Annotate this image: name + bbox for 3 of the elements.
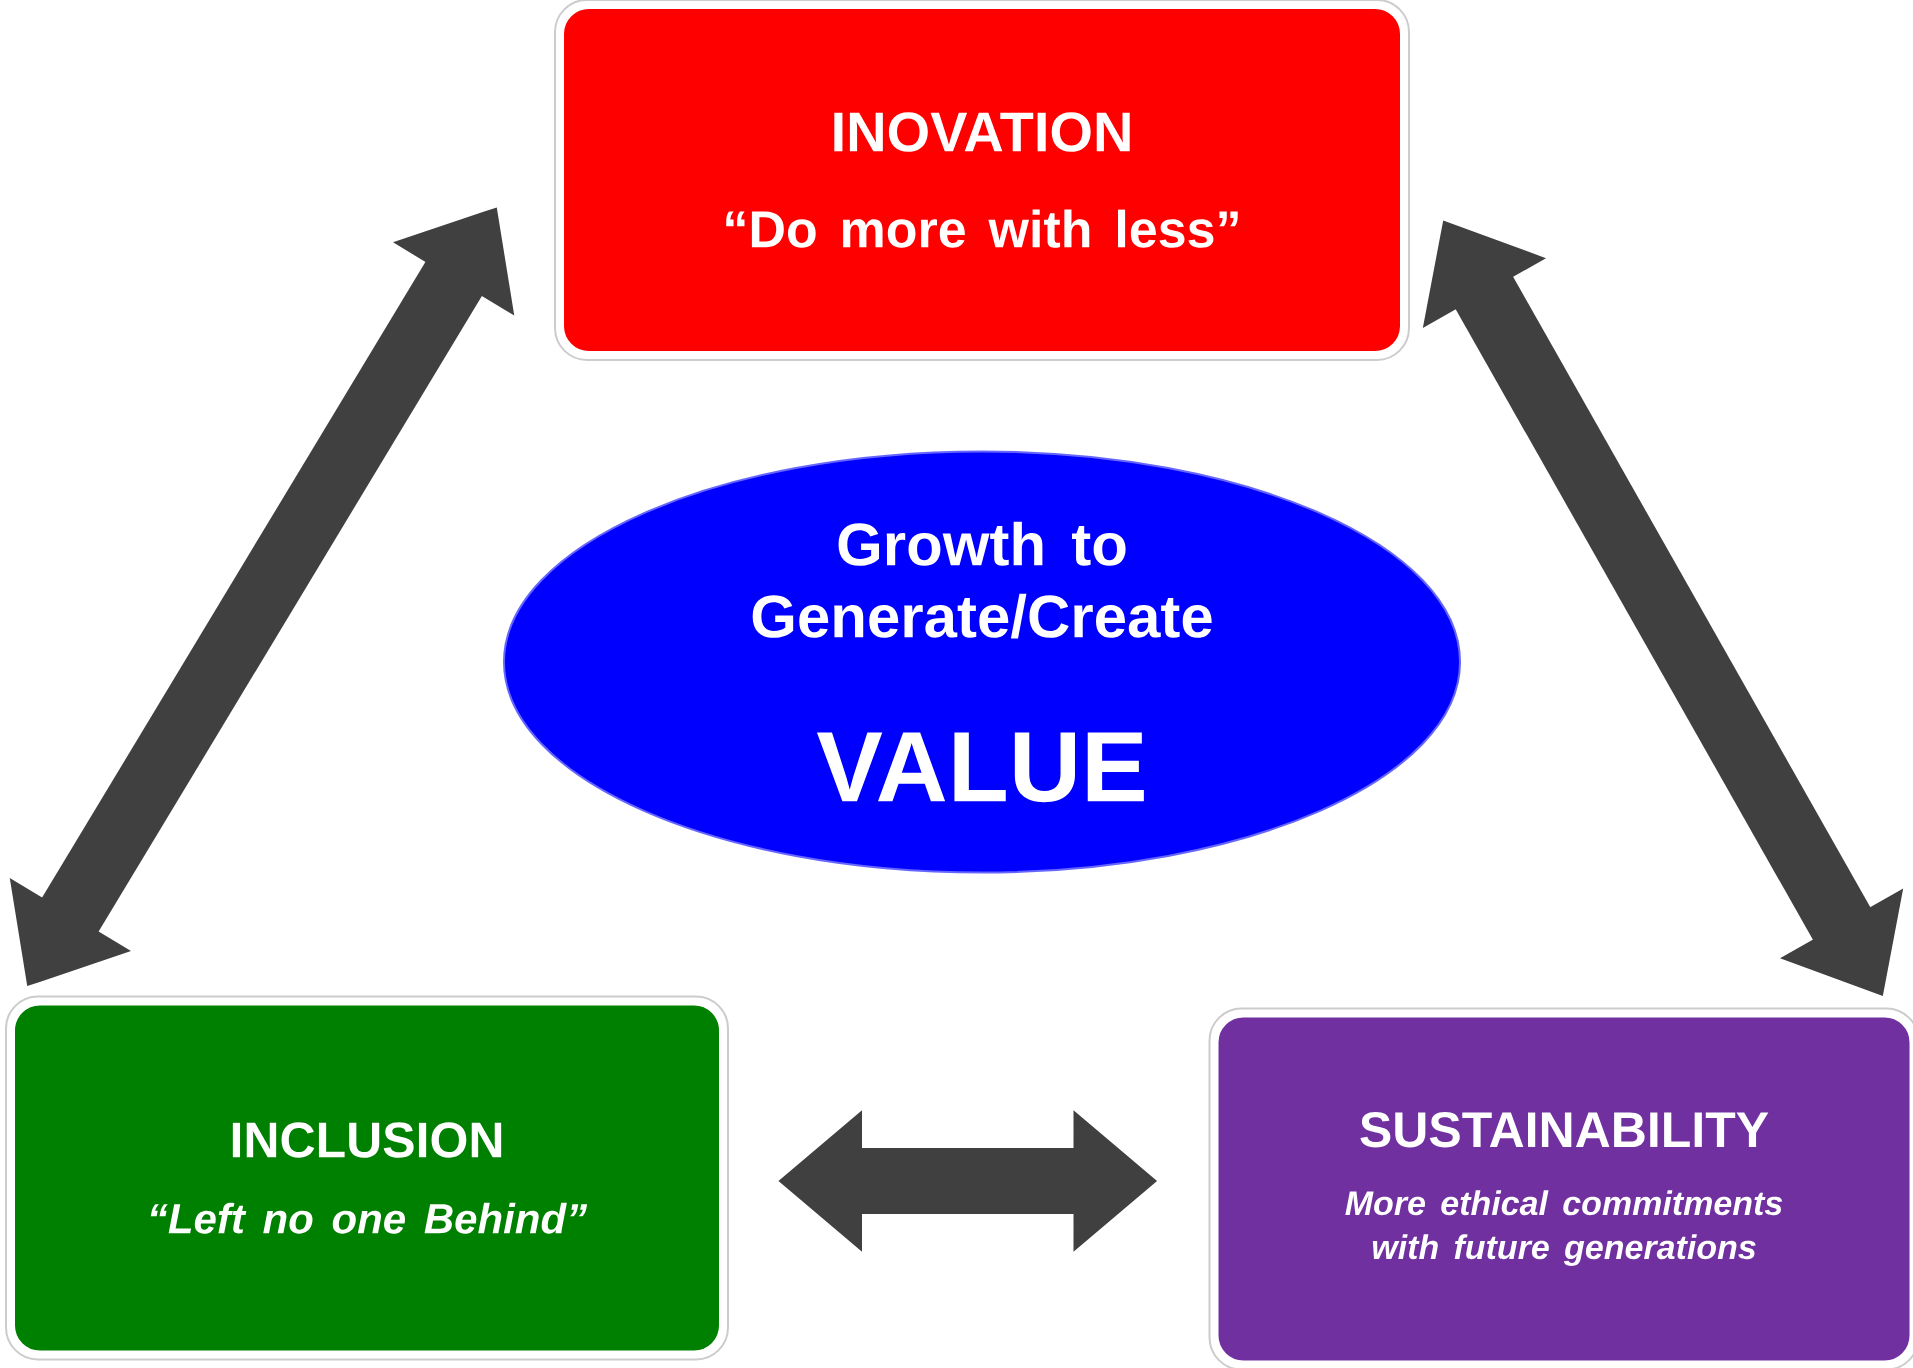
process-box: INOVATION “Do more with less”: [558, 3, 1406, 357]
process-box: INCLUSION “Left no one Behind”: [9, 999, 725, 1357]
process-box: SUSTAINABILITY More ethical commitments with future generations: [1212, 1011, 1913, 1367]
